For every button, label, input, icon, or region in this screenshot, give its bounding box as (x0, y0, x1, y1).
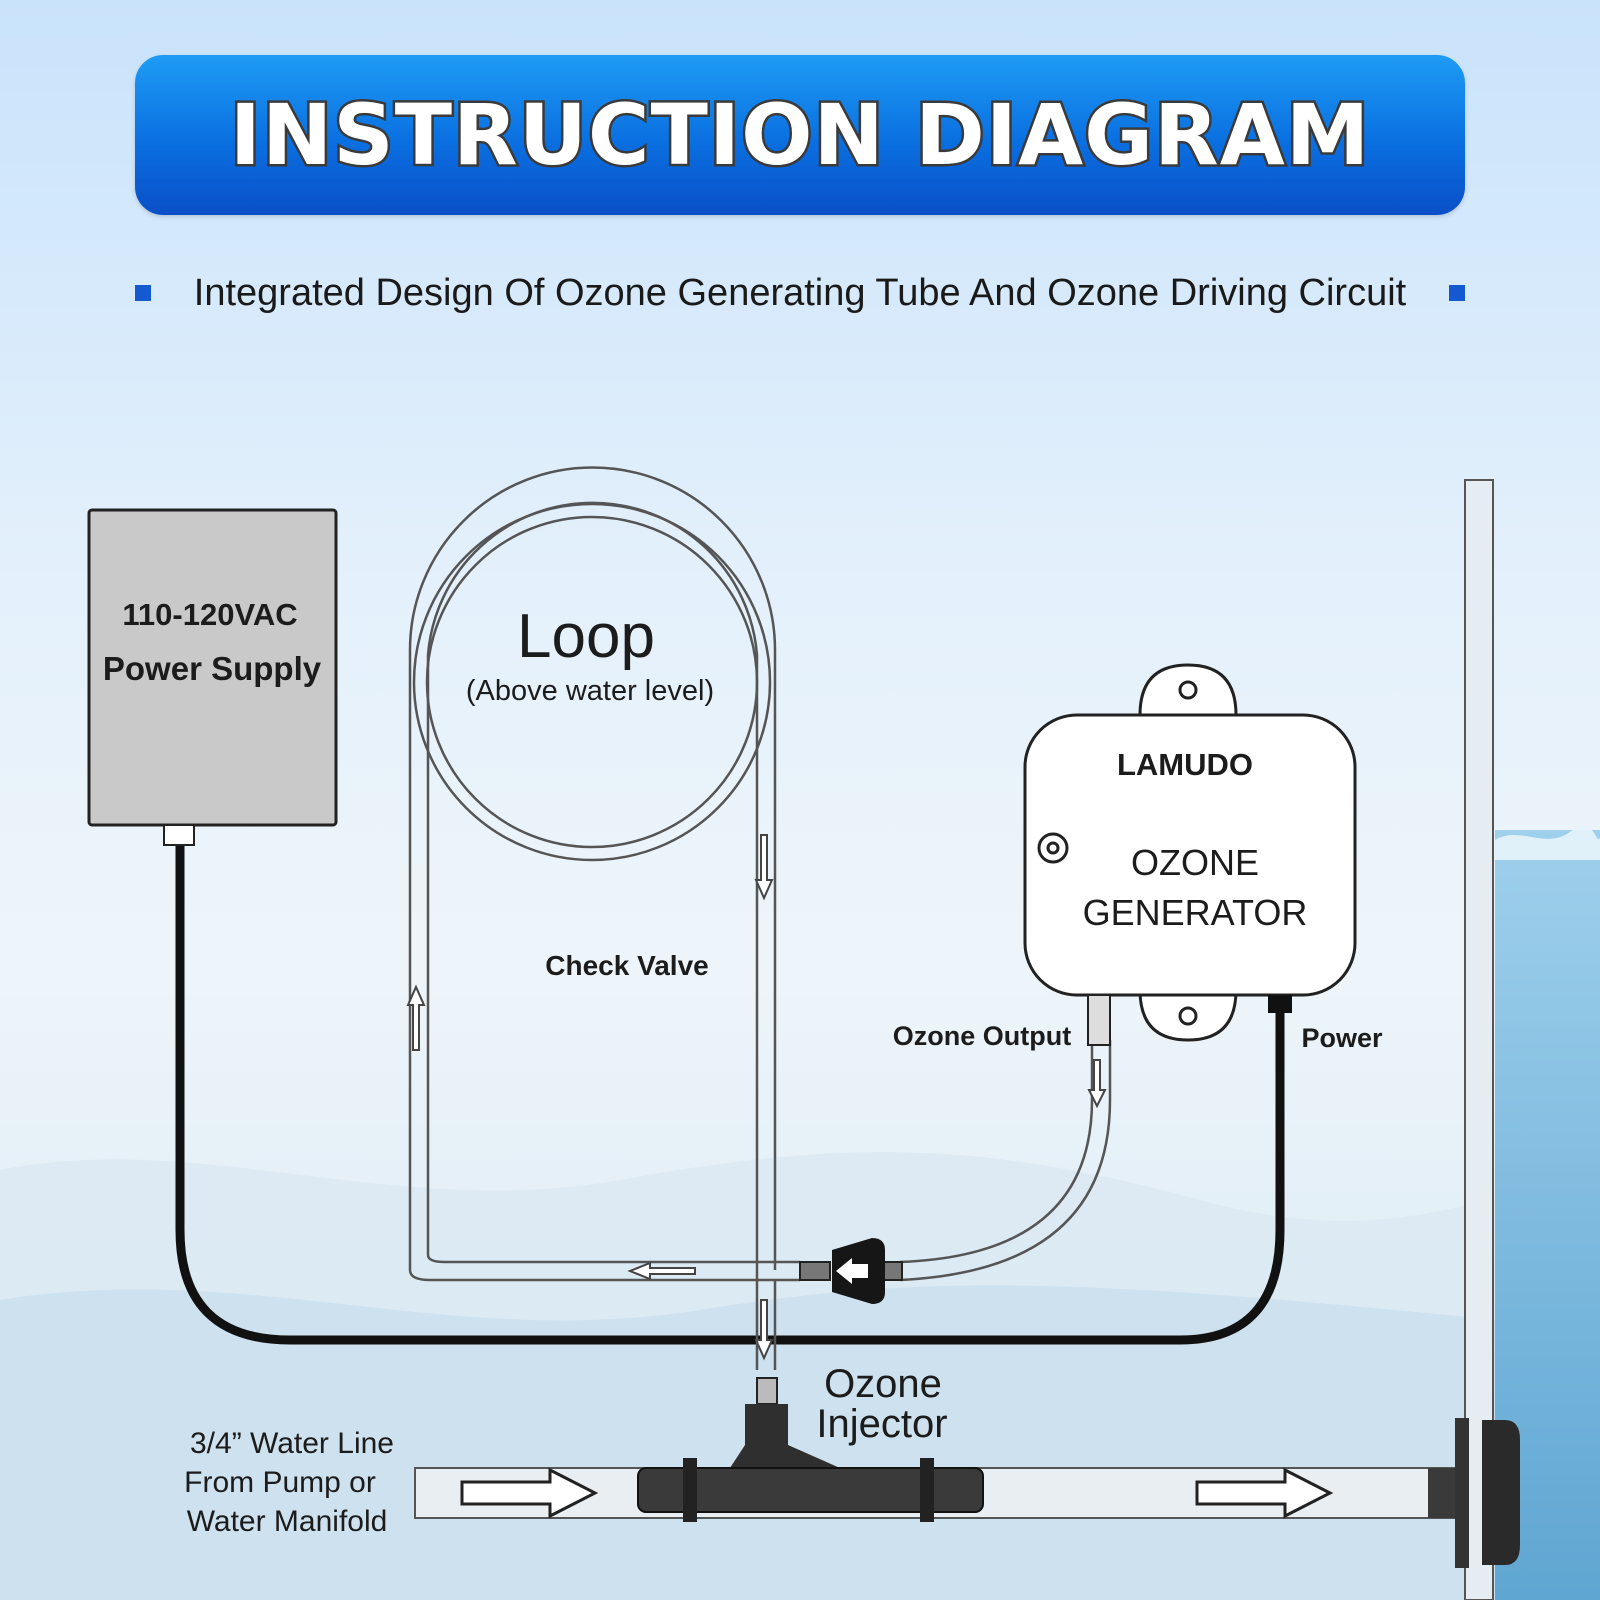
indicator-icon (1037, 832, 1069, 864)
ozone-generator (1023, 663, 1357, 1046)
loop-arrow-icons (406, 834, 1107, 1361)
check-valve-label: Check Valve (545, 950, 708, 981)
subtitle-row: Integrated Design Of Ozone Generating Tu… (135, 265, 1465, 321)
water-line-label-1: 3/4” Water Line (190, 1427, 394, 1460)
power-supply-box (87, 508, 338, 846)
power-label: Power (1301, 1023, 1383, 1053)
power-supply-label-2: Power Supply (103, 650, 322, 687)
water-flow-arrow-icons (460, 1467, 1334, 1519)
mount-hole-bottom-icon (1178, 1006, 1198, 1026)
bullet-right-icon (1449, 285, 1465, 301)
generator-label-2: GENERATOR (1083, 892, 1308, 933)
subtitle: Integrated Design Of Ozone Generating Tu… (193, 272, 1407, 314)
check-valve-arrow-icon (836, 1258, 868, 1284)
page-title: INSTRUCTION DIAGRAM (227, 84, 1372, 187)
water-line-label-3: Water Manifold (187, 1505, 388, 1538)
ozone-output-label: Ozone Output (893, 1021, 1071, 1051)
power-cable (175, 845, 1285, 1345)
power-supply-label-1: 110-120VAC (122, 597, 297, 632)
brand-label: LAMUDO (1117, 747, 1253, 782)
generator-label-1: OZONE (1131, 842, 1259, 883)
loop-label: Loop (517, 602, 655, 671)
mount-hole-top-icon (1178, 680, 1198, 700)
bullet-left-icon (135, 285, 151, 301)
power-input-plug (1268, 995, 1292, 1013)
injector-label-2: Injector (816, 1402, 947, 1446)
ozone-injector (637, 1377, 984, 1522)
loop-tubing (408, 466, 1112, 1282)
title-banner: INSTRUCTION DIAGRAM (135, 55, 1465, 215)
water-line-label-2: From Pump or (184, 1466, 376, 1499)
ozone-output-fitting (1087, 994, 1111, 1046)
wall-fitting (1428, 1418, 1520, 1568)
check-valve (799, 1238, 903, 1304)
injector-feed-tube (755, 1270, 777, 1370)
injector-label-1: Ozone (824, 1362, 942, 1406)
loop-note-label: (Above water level) (466, 675, 714, 707)
